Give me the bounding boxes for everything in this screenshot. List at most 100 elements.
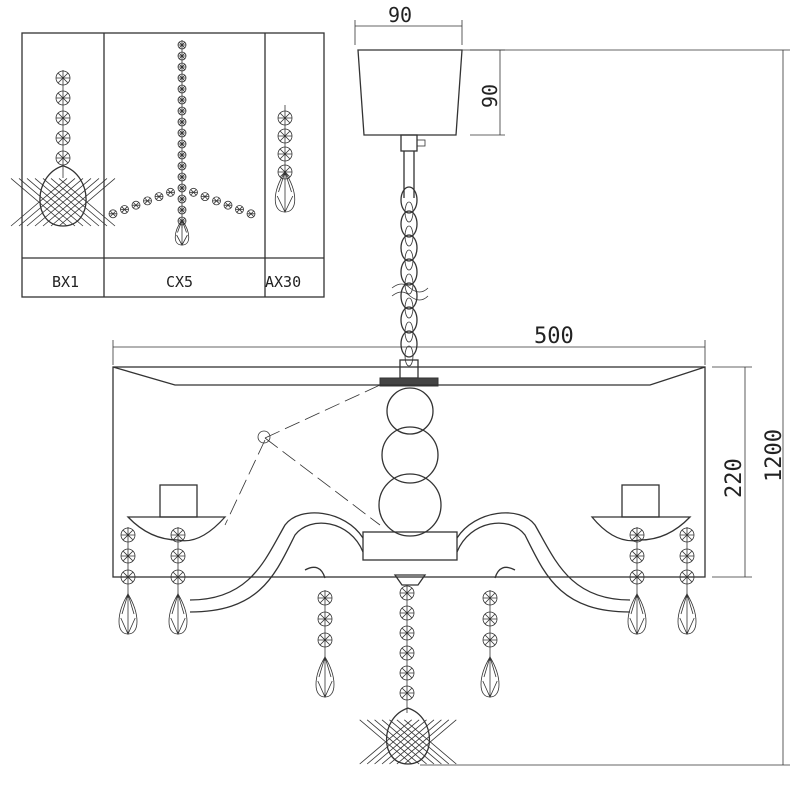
crystal-bead <box>177 183 187 193</box>
crystal-bead <box>120 569 136 585</box>
crystal-bead <box>200 192 210 202</box>
crystal-bead <box>399 625 415 641</box>
crystal-bead <box>482 632 498 648</box>
crystal-teardrop <box>677 592 697 635</box>
crystal-bead <box>629 548 645 564</box>
chain-link <box>400 258 418 286</box>
chandelier-body <box>126 384 692 613</box>
crystal-bead <box>131 200 141 210</box>
crystal-bead <box>317 611 333 627</box>
crystal-bead <box>177 40 187 50</box>
canopy: 90 90 <box>354 3 505 136</box>
crystal-teardrop <box>118 592 138 635</box>
crystal-bead <box>629 569 645 585</box>
crystal-bead <box>177 117 187 127</box>
lamp-shade: 500 220 <box>112 324 752 578</box>
shade-height-dimension: 220 <box>722 458 747 498</box>
crystal-bead <box>166 187 175 197</box>
crystal-strand <box>627 527 647 635</box>
crystal-ball <box>10 165 116 227</box>
legend-frame <box>21 32 325 298</box>
crystal-bead <box>177 161 187 171</box>
legend-label-bx1: BX1 <box>52 273 79 291</box>
crystal-bead <box>277 146 293 162</box>
crystal-bead <box>212 196 221 206</box>
crystal-teardrop <box>174 218 190 246</box>
crystal-teardrop <box>274 170 296 213</box>
overall-height-dimension-line: 1200 <box>420 49 790 766</box>
crystal-strand <box>55 70 71 178</box>
shade-width-dimension: 500 <box>534 324 574 349</box>
crystal-bead <box>177 62 187 72</box>
crystal-bead <box>399 685 415 701</box>
crystal-bead <box>679 548 695 564</box>
canopy-height-dimension: 90 <box>478 84 502 108</box>
canopy-width-dimension: 90 <box>388 3 412 27</box>
crystal-bead <box>55 110 71 126</box>
crystal-bead <box>189 187 198 197</box>
crystal-strand <box>118 527 138 635</box>
crystal-bead <box>55 130 71 146</box>
chain-link <box>400 210 418 238</box>
crystal-strand-cx <box>108 40 256 246</box>
crystal-bead <box>177 73 187 83</box>
overall-height-dimension: 1200 <box>762 429 787 482</box>
chain-link <box>400 186 418 214</box>
crystal-bead <box>177 128 187 138</box>
chain-link <box>400 282 418 310</box>
crystal-bead <box>55 70 71 86</box>
crystal-bead <box>399 665 415 681</box>
crystal-strand <box>315 590 335 698</box>
crystal-strand <box>677 527 697 635</box>
crystal-bead <box>246 209 256 219</box>
crystal-strand <box>168 527 188 635</box>
crystal-bead <box>55 90 71 106</box>
crystal-teardrop <box>168 592 188 635</box>
crystal-bead <box>177 106 187 116</box>
crystal-bead <box>120 527 136 543</box>
crystal-bead <box>143 196 152 206</box>
crystal-bead <box>317 590 333 606</box>
crystal-bead <box>399 585 415 601</box>
crystal-bead <box>679 527 695 543</box>
crystal-bead <box>170 569 186 585</box>
parts-legend: BX1 CX5 AX30 <box>10 32 325 298</box>
crystal-bead <box>277 110 293 126</box>
crystal-bead <box>482 590 498 606</box>
crystal-ball <box>359 707 457 765</box>
crystal-bead <box>177 84 187 94</box>
crystal-bead <box>177 95 187 105</box>
crystal-bead <box>399 605 415 621</box>
crystal-bead <box>120 548 136 564</box>
crystal-strand-ax <box>274 105 296 213</box>
crystal-bead <box>629 527 645 543</box>
crystal-bead <box>177 150 187 160</box>
chain-link <box>400 234 418 262</box>
legend-label-cx5: CX5 <box>166 273 193 291</box>
chain-link <box>400 306 418 334</box>
crystal-bead <box>55 150 71 166</box>
crystal-bead <box>120 205 129 214</box>
crystal-bead <box>317 632 333 648</box>
crystal-strand <box>399 585 415 713</box>
crystal-bead <box>223 200 233 210</box>
crystal-bead <box>108 209 118 219</box>
crystal-strand <box>480 590 500 698</box>
crystal-bead <box>235 205 244 214</box>
crystal-teardrop <box>480 655 500 698</box>
crystal-bead <box>482 611 498 627</box>
crystal-bead <box>177 205 187 215</box>
legend-label-ax30: AX30 <box>265 273 301 291</box>
crystal-bead <box>277 128 293 144</box>
crystal-bead <box>679 569 695 585</box>
crystal-bead <box>177 139 187 149</box>
crystal-teardrop <box>627 592 647 635</box>
crystal-bead <box>399 645 415 661</box>
suspension-chain <box>379 134 439 387</box>
crystal-bead <box>170 548 186 564</box>
crystal-bead <box>154 192 164 202</box>
chain-link <box>400 330 418 358</box>
chain-link <box>404 345 414 367</box>
